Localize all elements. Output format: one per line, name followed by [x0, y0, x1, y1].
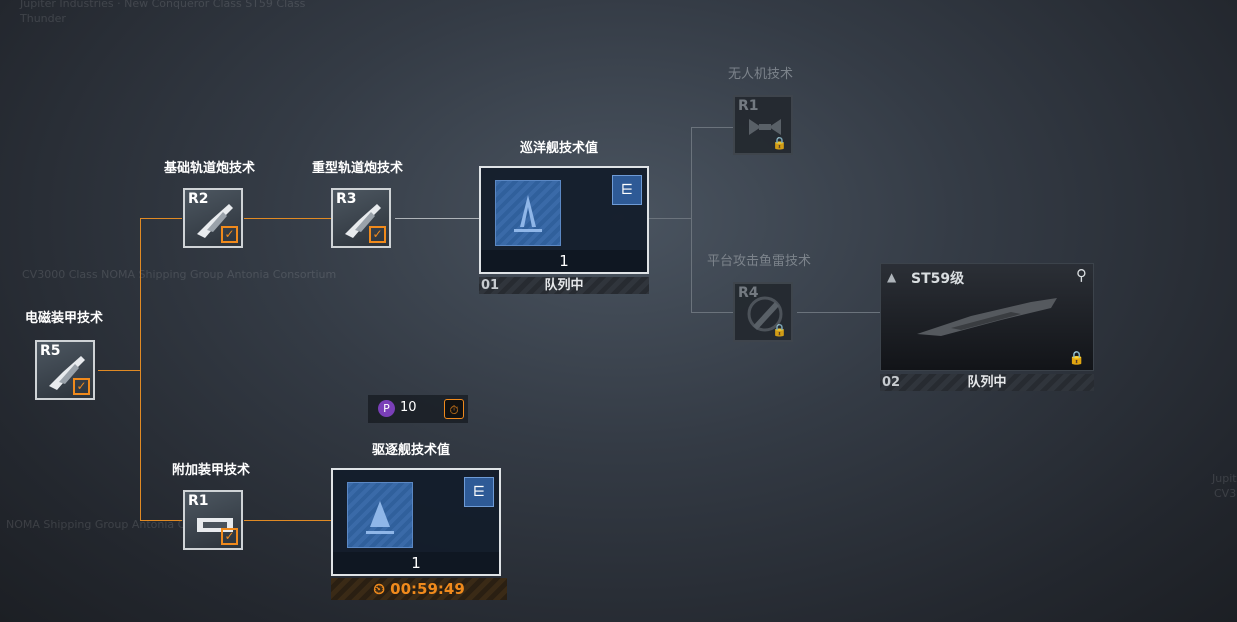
node-label: 基础轨道炮技术: [164, 161, 256, 176]
rank-badge: R1: [738, 98, 759, 114]
lock-icon: 🔒: [1068, 351, 1085, 366]
ship-class-name: ST59级: [911, 271, 965, 287]
card-label: 驱逐舰技术值: [372, 443, 451, 458]
timer-value: 00:59:49: [390, 580, 465, 598]
connector-line: [98, 370, 140, 371]
destroyer-timer: ⏲ 00:59:49: [331, 578, 507, 600]
queue-index: 02: [882, 375, 901, 390]
ship-card-st59[interactable]: ▲ ST59级 ⚲ 🔒: [880, 263, 1094, 371]
rank-badge: R3: [336, 191, 357, 207]
tech-node-r5[interactable]: R5 ✓: [35, 340, 95, 400]
railgun-icon: [49, 356, 85, 390]
rank-chevron-icon: ▲: [887, 270, 897, 284]
completed-check-icon: ✓: [73, 378, 90, 395]
bg-text: Jupiter: [1212, 472, 1237, 485]
tech-node-r1-armor[interactable]: R1 ✓: [183, 490, 243, 550]
tech-node-drone[interactable]: R1 🔒: [733, 95, 793, 155]
destroyer-count: 1: [333, 552, 499, 574]
tech-node-r3[interactable]: R3 ✓: [331, 188, 391, 248]
completed-check-icon: ✓: [221, 226, 238, 243]
connector-line: [244, 218, 331, 219]
destroyer-ship-icon: [366, 501, 394, 534]
lock-icon: 🔒: [772, 323, 787, 337]
bg-text: CV3: [1214, 487, 1237, 500]
railgun-icon: [345, 204, 381, 238]
tech-node-r2[interactable]: R2 ✓: [183, 188, 243, 248]
connector-line: [140, 520, 182, 521]
railgun-icon: [197, 204, 233, 238]
connector-line: [140, 218, 182, 219]
torpedo-icon: [747, 296, 783, 332]
node-label: 电磁装甲技术: [25, 311, 104, 326]
rank-badge: R1: [188, 493, 209, 509]
tech-node-torpedo[interactable]: R4 🔒: [733, 282, 793, 342]
ship-queue-bar: 02 队列中: [880, 374, 1094, 391]
tech-value-icon: ⋿: [612, 175, 642, 205]
connector-line: [797, 312, 880, 313]
speedup-icon[interactable]: ⏱: [444, 399, 464, 419]
bg-text: Jupiter Industries · New Conqueror Class…: [20, 0, 306, 10]
bg-text: CV3000 Class NOMA Shipping Group Antonia…: [22, 268, 337, 281]
connector-line: [691, 127, 692, 312]
lock-icon: 🔒: [772, 136, 787, 150]
node-label: 附加装甲技术: [172, 463, 251, 478]
queue-status: 队列中: [967, 375, 1007, 390]
connector-line: [244, 520, 331, 521]
rank-badge: R4: [738, 285, 759, 301]
completed-check-icon: ✓: [369, 226, 386, 243]
rank-badge: R5: [40, 343, 61, 359]
cruiser-ship-icon: [514, 195, 542, 232]
tech-point-icon: P: [378, 400, 395, 417]
node-label: 重型轨道炮技术: [312, 161, 404, 176]
cruiser-count: 1: [481, 250, 647, 272]
rank-badge: R2: [188, 191, 209, 207]
queue-index: 01: [481, 278, 500, 293]
tech-point-amount: 10: [400, 400, 417, 415]
card-label: 巡洋舰技术值: [520, 141, 599, 156]
connector-line: [395, 218, 479, 219]
completed-check-icon: ✓: [221, 528, 238, 545]
ship-silhouette: [917, 298, 1057, 336]
connector-line: [691, 127, 733, 128]
destroyer-icon-panel: [347, 482, 413, 548]
resource-bar: P 10 ⏱: [368, 395, 468, 423]
drone-icon: [749, 119, 781, 135]
destroyer-tech-card[interactable]: ⋿ 1: [331, 468, 501, 576]
bg-text: NOMA Shipping Group Antonia Co: [6, 518, 193, 531]
cruiser-icon-panel: [495, 180, 561, 246]
bg-text: Thunder: [20, 12, 66, 25]
cruiser-tech-card[interactable]: ⋿ 1: [479, 166, 649, 274]
connector-line: [140, 218, 141, 520]
node-label: 无人机技术: [728, 67, 794, 82]
tech-value-icon: ⋿: [464, 477, 494, 507]
clock-icon: ⏲: [373, 580, 385, 598]
cruiser-queue-bar: 01 队列中: [479, 277, 649, 294]
connector-line: [649, 218, 691, 219]
node-label: 平台攻击鱼雷技术: [707, 254, 812, 269]
connector-line: [691, 312, 733, 313]
queue-status: 队列中: [544, 278, 584, 293]
search-icon[interactable]: ⚲: [1076, 266, 1087, 284]
